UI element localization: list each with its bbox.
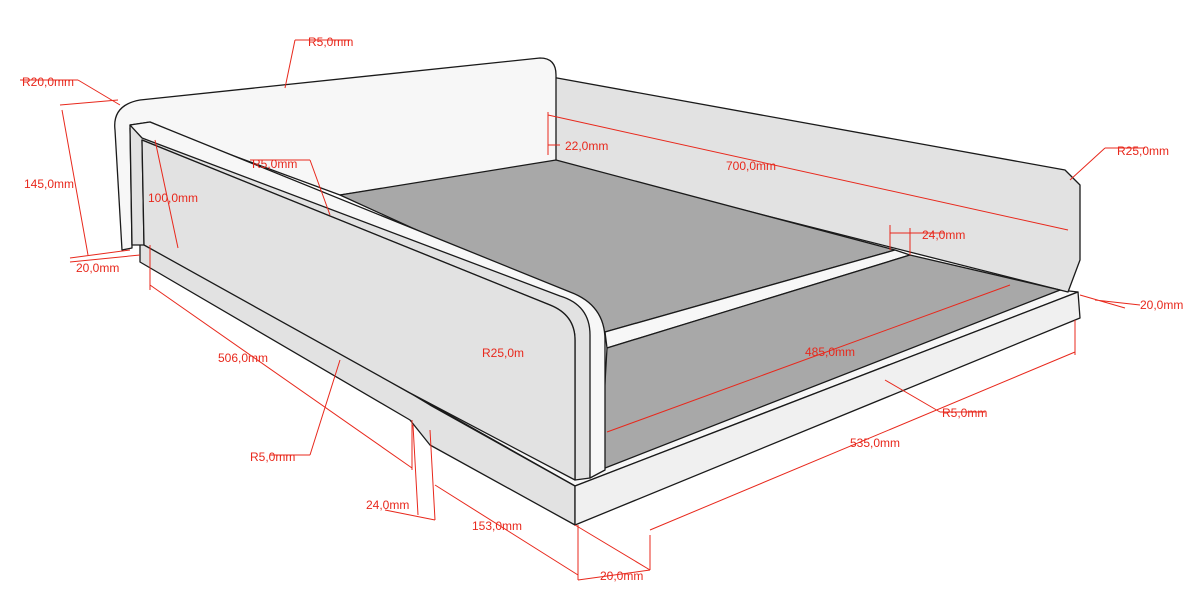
- label-length-506: 506,0mm: [218, 351, 268, 365]
- dimension-lines: [20, 39, 1145, 581]
- label-r20: R20,0mm: [22, 75, 74, 89]
- front-wall-top: [129, 121, 606, 479]
- label-length-485: 485,0mm: [805, 345, 855, 359]
- label-r5-inner: R5,0mm: [252, 157, 297, 171]
- label-depth-24-bottom: 24,0mm: [366, 498, 409, 512]
- label-length-535: 535,0mm: [850, 436, 900, 450]
- label-height-20-bottom: 20,0mm: [600, 569, 643, 583]
- label-width-20-right: 20,0mm: [1140, 298, 1183, 312]
- base-plate-right: [574, 291, 1081, 526]
- front-wall-face: [141, 139, 576, 481]
- label-r5-top: R5,0mm: [308, 35, 353, 49]
- back-left-wall: [114, 57, 557, 251]
- label-length-700: 700,0mm: [726, 159, 776, 173]
- label-width-20-left: 20,0mm: [76, 261, 119, 275]
- label-r5-base: R5,0mm: [942, 406, 987, 420]
- label-r25-right: R25,0mm: [1117, 144, 1169, 158]
- label-r5-bottom: R5,0mm: [250, 450, 295, 464]
- label-height-145: 145,0mm: [24, 177, 74, 191]
- label-length-153: 153,0mm: [472, 519, 522, 533]
- label-depth-24-right: 24,0mm: [922, 228, 965, 242]
- label-r25-front: R25,0m: [482, 346, 524, 360]
- label-depth-22: 22,0mm: [565, 139, 608, 153]
- label-height-100: 100,0mm: [148, 191, 198, 205]
